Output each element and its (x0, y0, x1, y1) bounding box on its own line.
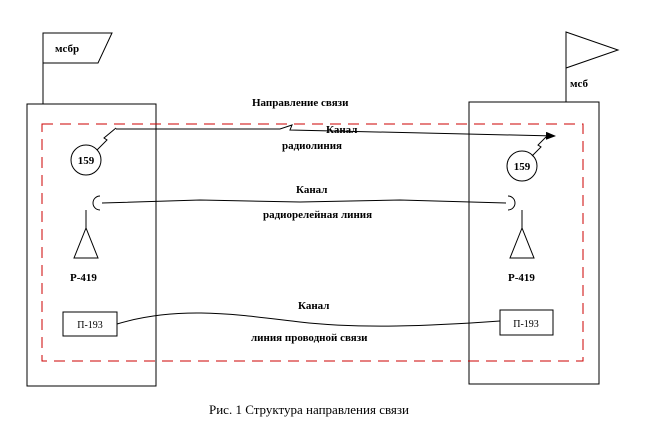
right-radio-station: 159 (506, 134, 549, 182)
left-antenna: Р-419 (70, 210, 99, 284)
right-flag-label: мсб (570, 78, 589, 90)
right-flag: мсб (565, 31, 620, 102)
radio-channel-line (116, 124, 556, 140)
radio-channel-title: Канал (326, 124, 357, 136)
right-flag-banner (565, 31, 620, 69)
left-radio-circle (70, 144, 102, 176)
right-lightning-icon (531, 134, 549, 157)
left-relay-antenna-icon (92, 195, 101, 211)
right-station-box (468, 101, 600, 385)
right-relay-antenna-icon (507, 195, 516, 211)
wire-channel-subtitle: линия проводной связи (251, 332, 368, 344)
wire-channel-title: Канал (298, 300, 329, 312)
right-antenna: Р-419 (508, 210, 535, 284)
left-equipment-label: П-193 (77, 320, 103, 331)
right-radio-circle (506, 150, 538, 182)
figure-caption: Рис. 1 Структура направления связи (209, 402, 409, 417)
left-antenna-triangle-icon (73, 226, 99, 259)
right-equipment-box (499, 309, 554, 336)
wire-channel-line (116, 312, 501, 327)
right-station-number: 159 (514, 161, 531, 173)
left-equipment-box (62, 311, 118, 337)
right-equipment: П-193 (499, 309, 554, 336)
direction-boundary (41, 123, 584, 362)
right-equipment-label: П-193 (513, 319, 539, 330)
relay-channel-subtitle: радиорелейная линия (263, 209, 372, 221)
right-antenna-label: Р-419 (508, 272, 535, 284)
left-flag-label: мсбр (55, 43, 79, 55)
left-lightning-icon (96, 127, 117, 151)
relay-channel-line (101, 199, 507, 204)
left-station-number: 159 (78, 155, 95, 167)
left-flag-banner (42, 32, 113, 64)
left-antenna-label: Р-419 (70, 272, 97, 284)
left-station-box (26, 103, 157, 387)
direction-header: Направление связи (252, 97, 349, 109)
left-flag: мсбр (42, 32, 113, 104)
relay-channel-title: Канал (296, 184, 327, 196)
left-equipment: П-193 (62, 311, 118, 337)
left-radio-station: 159 (70, 127, 117, 176)
radio-channel-subtitle: радиолиния (282, 140, 342, 152)
right-antenna-triangle-icon (509, 226, 535, 259)
